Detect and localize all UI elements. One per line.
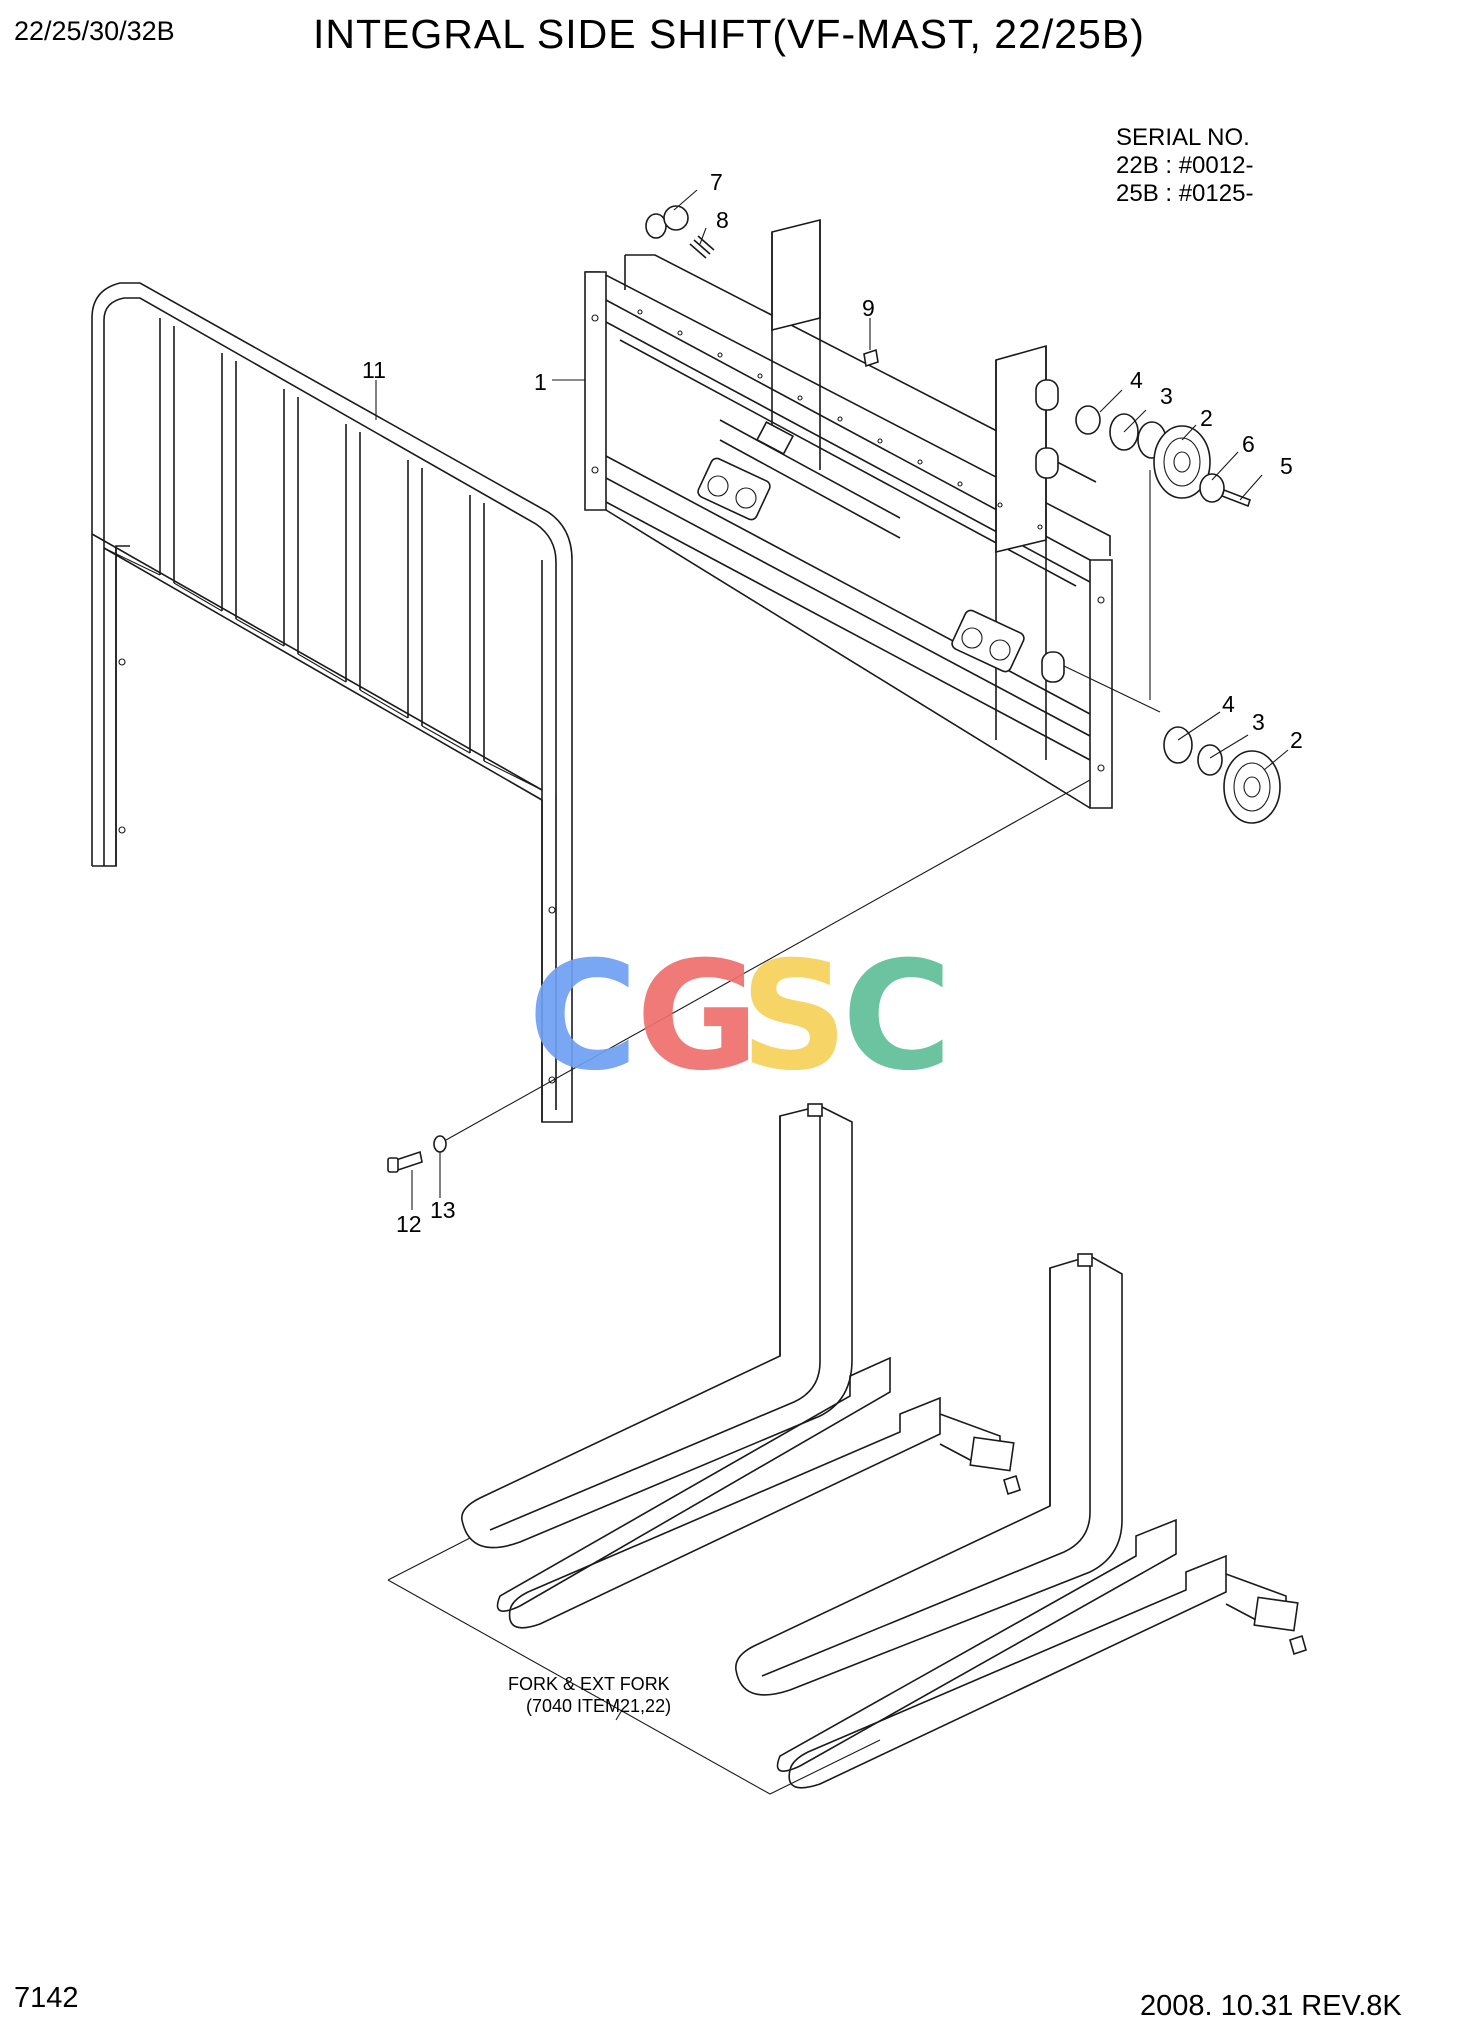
- callout-7: 7: [710, 169, 723, 195]
- callout-5: 5: [1280, 453, 1293, 479]
- callout-4: 4: [1130, 367, 1143, 393]
- model-code: 22/25/30/32B: [14, 16, 175, 46]
- load-backrest: [91, 282, 573, 1123]
- callout-12: 12: [396, 1211, 422, 1237]
- upper-roller-group: [1075, 405, 1252, 508]
- forks-assembly: [387, 1103, 1307, 1795]
- callout-11: 11: [362, 357, 386, 383]
- callout-leaders: [375, 189, 1289, 1210]
- serial-line-22b: 22B : #0012-: [1116, 152, 1254, 179]
- callout-4-lower: 4: [1222, 691, 1235, 717]
- revision-date: 2008. 10.31 REV.8K: [1140, 1990, 1402, 2022]
- callout-numbers: 1 2 3 4 5 6 7 8 9 11 12 13 4 3 2: [362, 169, 1303, 1237]
- page-number: 7142: [14, 1982, 79, 2014]
- callout-6: 6: [1242, 431, 1255, 457]
- callout-3-lower: 3: [1252, 709, 1265, 735]
- fork-note-reference: (7040 ITEM21,22): [526, 1696, 672, 1716]
- watermark-letter-s: S: [740, 930, 848, 1104]
- callout-3: 3: [1160, 383, 1173, 409]
- watermark-letter-g: G: [636, 930, 759, 1104]
- callout-2: 2: [1200, 405, 1213, 431]
- fork-note-title: FORK & EXT FORK: [508, 1674, 670, 1694]
- stopper-bolt-group: [645, 205, 879, 368]
- fork-note: FORK & EXT FORK (7040 ITEM21,22): [508, 1673, 671, 1717]
- watermark-letter-c1: C: [528, 930, 638, 1104]
- side-shift-carriage: [584, 218, 1113, 809]
- cgsc-watermark: C G S C: [528, 930, 952, 1104]
- callout-9: 9: [862, 295, 875, 321]
- callout-13: 13: [430, 1197, 456, 1223]
- serial-line-25b: 25B : #0125-: [1116, 180, 1254, 207]
- serial-info: SERIAL NO. 22B : #0012- 25B : #0125-: [1116, 124, 1253, 208]
- callout-8: 8: [716, 207, 729, 233]
- callout-1: 1: [534, 369, 547, 395]
- bolt-washer-group: [387, 1135, 447, 1173]
- assembly-leader-lines: [445, 470, 1151, 1141]
- callout-2-lower: 2: [1290, 727, 1303, 753]
- page-title: INTEGRAL SIDE SHIFT(VF-MAST, 22/25B): [313, 11, 1145, 57]
- watermark-letter-c2: C: [842, 930, 952, 1104]
- serial-label: SERIAL NO.: [1116, 124, 1250, 151]
